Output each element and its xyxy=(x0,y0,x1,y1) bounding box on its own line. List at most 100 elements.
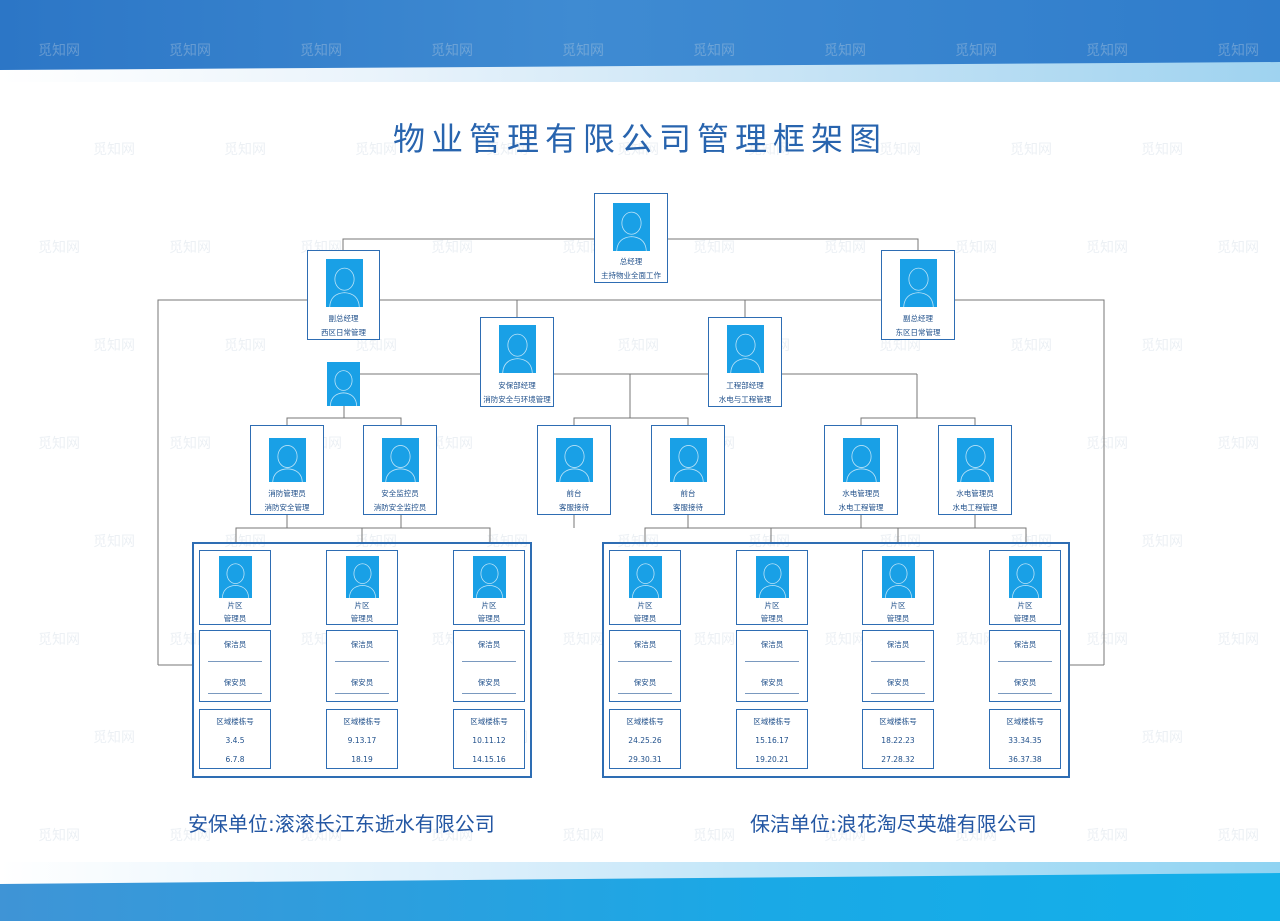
building-label: 区域楼栋号 xyxy=(626,717,664,726)
guard-blank-line xyxy=(618,693,672,694)
zone-manager-card: 片区管理员 xyxy=(736,550,808,625)
zone-manager-line2: 管理员 xyxy=(350,614,374,623)
zone-manager-line1: 片区 xyxy=(1017,601,1033,610)
engineering-manager-role: 工程部经理 xyxy=(726,381,764,390)
staff-card: 消防管理员 消防安全管理 xyxy=(250,425,324,515)
staff-card: 前台 客服接待 xyxy=(537,425,611,515)
zone-staff-card: 保洁员保安员 xyxy=(453,630,525,702)
zone-manager-card: 片区管理员 xyxy=(453,550,525,625)
building-label: 区域楼栋号 xyxy=(1006,717,1044,726)
staff-duty: 水电工程管理 xyxy=(952,503,998,512)
building-numbers-1: 15.16.17 xyxy=(755,736,789,745)
zone-manager-line2: 管理员 xyxy=(760,614,784,623)
guard-blank-line xyxy=(745,693,799,694)
cleaner-blank-line xyxy=(462,661,516,662)
cleaner-label: 保洁员 xyxy=(477,640,501,649)
deputy-west-duty: 西区日常管理 xyxy=(321,328,366,337)
deputy-east-role: 副总经理 xyxy=(903,314,933,323)
zone-building-card: 区域楼栋号 15.16.17 19.20.21 xyxy=(736,709,808,769)
building-numbers-1: 9.13.17 xyxy=(347,736,377,745)
person-silhouette-icon xyxy=(673,445,704,482)
building-numbers-1: 24.25.26 xyxy=(628,736,662,745)
person-silhouette-icon xyxy=(329,267,360,307)
guard-label: 保安员 xyxy=(223,678,247,687)
person-silhouette-icon xyxy=(502,333,533,373)
cleaner-blank-line xyxy=(208,661,262,662)
building-numbers-2: 18.19 xyxy=(351,755,373,764)
deputy-east-duty: 东区日常管理 xyxy=(895,328,941,337)
avatar xyxy=(629,556,662,598)
zone-staff-card: 保洁员保安员 xyxy=(989,630,1061,702)
building-numbers-2: 14.15.16 xyxy=(472,755,506,764)
staff-card: 水电管理员 水电工程管理 xyxy=(824,425,898,515)
staff-role: 前台 xyxy=(566,489,582,498)
person-silhouette-icon xyxy=(1011,563,1040,598)
cleaner-blank-line xyxy=(335,661,389,662)
zone-building-card: 区域楼栋号 24.25.26 29.30.31 xyxy=(609,709,681,769)
guard-label: 保安员 xyxy=(350,678,374,687)
guard-blank-line xyxy=(208,693,262,694)
guard-blank-line xyxy=(335,693,389,694)
avatar xyxy=(670,438,707,482)
avatar xyxy=(556,438,593,482)
avatar xyxy=(882,556,915,598)
building-numbers-2: 29.30.31 xyxy=(628,755,662,764)
building-numbers-2: 19.20.21 xyxy=(755,755,789,764)
engineering-manager-card: 工程部经理 水电与工程管理 xyxy=(708,317,782,407)
zone-staff-card: 保洁员保安员 xyxy=(609,630,681,702)
building-label: 区域楼栋号 xyxy=(470,717,508,726)
cleaner-label: 保洁员 xyxy=(223,640,247,649)
staff-duty: 客服接待 xyxy=(673,503,703,512)
zone-manager-line2: 管理员 xyxy=(1013,614,1037,623)
cleaner-label: 保洁员 xyxy=(633,640,657,649)
person-silhouette-icon xyxy=(631,563,660,598)
avatar xyxy=(382,438,419,482)
zone-building-card: 区域楼栋号 9.13.17 18.19 xyxy=(326,709,398,769)
staff-role: 安全监控员 xyxy=(381,489,419,498)
avatar xyxy=(346,556,379,598)
building-numbers-1: 3.4.5 xyxy=(225,736,245,745)
person-silhouette-icon xyxy=(221,563,250,598)
zone-manager-line1: 片区 xyxy=(890,601,906,610)
zone-manager-line1: 片区 xyxy=(481,601,497,610)
zone-staff-card: 保洁员保安员 xyxy=(862,630,934,702)
zone-staff-card: 保洁员保安员 xyxy=(199,630,271,702)
staff-duty: 水电工程管理 xyxy=(838,503,884,512)
zone-staff-card: 保洁员保安员 xyxy=(326,630,398,702)
person-silhouette-icon xyxy=(272,445,303,482)
avatar xyxy=(727,325,764,373)
building-label: 区域楼栋号 xyxy=(753,717,791,726)
avatar xyxy=(756,556,789,598)
person-silhouette-icon xyxy=(475,563,504,598)
avatar xyxy=(219,556,252,598)
person-silhouette-icon xyxy=(559,445,590,482)
building-label: 区域楼栋号 xyxy=(343,717,381,726)
security-manager-role: 安保部经理 xyxy=(498,381,536,390)
person-silhouette-icon xyxy=(846,445,877,482)
person-silhouette-icon xyxy=(385,445,416,482)
person-silhouette-icon xyxy=(348,563,377,598)
zone-staff-card: 保洁员保安员 xyxy=(736,630,808,702)
guard-label: 保安员 xyxy=(760,678,784,687)
person-silhouette-icon xyxy=(903,267,934,307)
zone-manager-line1: 片区 xyxy=(764,601,780,610)
guard-blank-line xyxy=(462,693,516,694)
unlabeled-avatar xyxy=(327,362,360,406)
staff-duty: 消防安全监控员 xyxy=(373,503,427,512)
deputy-west-card: 副总经理 西区日常管理 xyxy=(307,250,380,340)
guard-label: 保安员 xyxy=(633,678,657,687)
gm-role: 总经理 xyxy=(619,257,643,266)
avatar xyxy=(1009,556,1042,598)
person-silhouette-icon xyxy=(758,563,787,598)
person-silhouette-icon xyxy=(884,563,913,598)
cleaner-label: 保洁员 xyxy=(760,640,784,649)
building-numbers-2: 27.28.32 xyxy=(881,755,915,764)
avatar xyxy=(269,438,306,482)
staff-role: 消防管理员 xyxy=(268,489,306,498)
person-silhouette-icon xyxy=(329,370,358,406)
cleaning-contractor: 保洁单位:浪花淘尽英雄有限公司 xyxy=(750,812,1037,836)
building-numbers-2: 36.37.38 xyxy=(1008,755,1042,764)
